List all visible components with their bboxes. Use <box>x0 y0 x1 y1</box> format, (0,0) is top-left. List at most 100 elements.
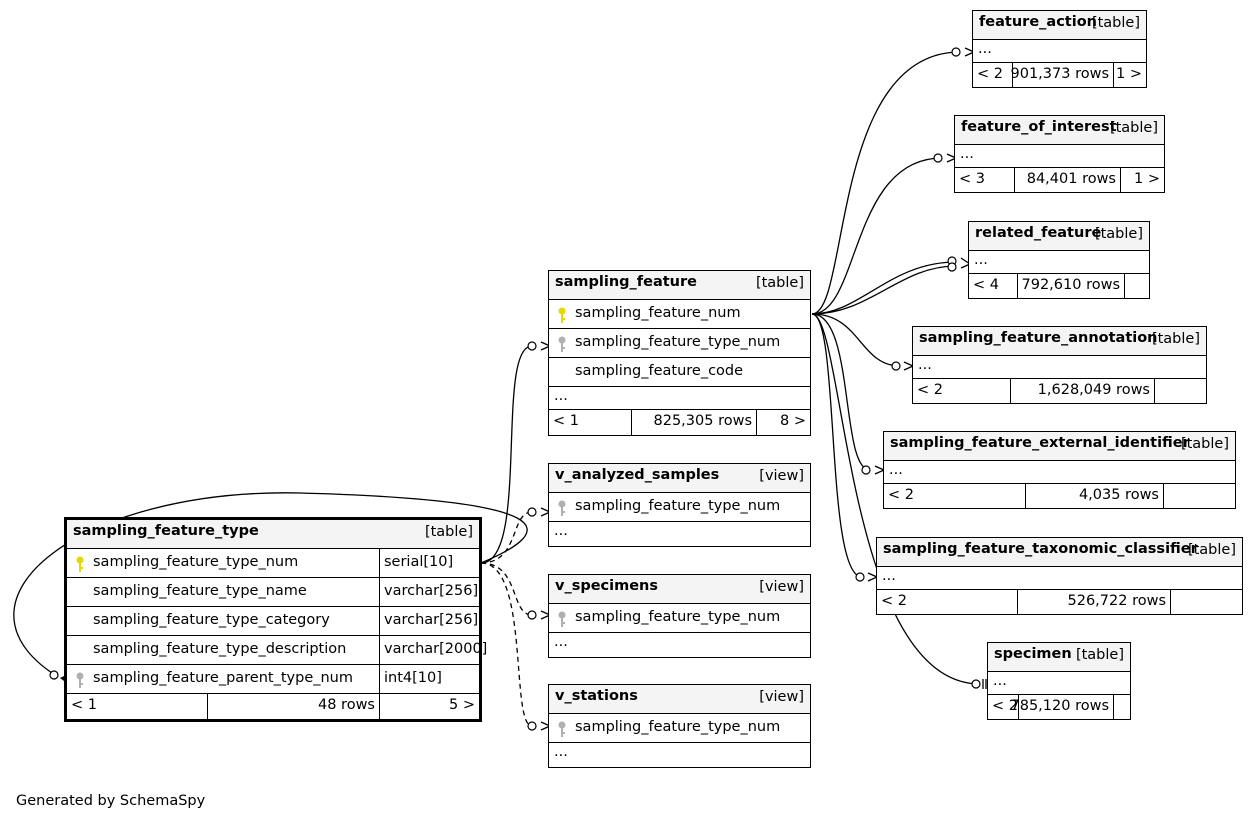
column-row: sampling_feature_type_num <box>549 714 810 743</box>
table-header[interactable]: sampling_feature_external_identifier [ta… <box>884 432 1235 461</box>
table-name[interactable]: feature_of_interest <box>961 119 1117 135</box>
table-name[interactable]: v_stations <box>555 688 638 704</box>
parent-count[interactable]: < 1 <box>553 413 579 429</box>
table-kind: [view] <box>759 689 804 705</box>
column-name: sampling_feature_num <box>575 305 741 321</box>
table-header[interactable]: v_stations [view] <box>549 685 810 714</box>
parent-count[interactable]: < 3 <box>959 171 985 187</box>
edge-external-identifier <box>811 313 871 471</box>
edge-sampling-feature-type <box>480 345 533 564</box>
column-name: sampling_feature_type_description <box>93 641 347 657</box>
table-header[interactable]: feature_action [table] <box>973 11 1146 40</box>
child-count[interactable]: 8 > <box>780 413 806 429</box>
table-kind: [table] <box>1075 647 1124 663</box>
table-header[interactable]: specimen [table] <box>988 643 1130 672</box>
column-row: sampling_feature_type_num serial[10] <box>67 549 479 578</box>
table-feature-of-interest[interactable]: feature_of_interest [table] ... < 3 84,4… <box>954 115 1165 193</box>
parent-count[interactable]: < 2 <box>917 382 943 398</box>
row-count: 526,722 rows <box>1067 593 1167 609</box>
table-name[interactable]: specimen <box>994 646 1072 662</box>
parent-count[interactable]: < 2 <box>888 487 914 503</box>
row-count: 4,035 rows <box>1078 487 1159 503</box>
ellipsis: ... <box>554 523 568 539</box>
column-row: sampling_feature_type_name varchar[256] <box>67 578 479 607</box>
table-kind: [table] <box>1109 120 1158 136</box>
more-columns: ... <box>913 356 1206 379</box>
foreign-key-icon <box>558 500 566 516</box>
table-name[interactable]: v_specimens <box>555 578 659 594</box>
table-header[interactable]: sampling_feature_taxonomic_classifier [t… <box>877 538 1242 567</box>
table-name[interactable]: related_feature <box>975 225 1102 241</box>
table-kind: [table] <box>1151 331 1200 347</box>
table-sampling-feature-type[interactable]: sampling_feature_type [table] sampling_f… <box>64 517 487 722</box>
row-count: 785,120 rows <box>1010 698 1110 714</box>
column-row: sampling_feature_code <box>549 358 810 387</box>
edge-sampling-feature-annotation <box>811 313 901 367</box>
more-columns: ... <box>973 40 1146 63</box>
column-name: sampling_feature_type_num <box>575 609 781 625</box>
parent-count[interactable]: < 2 <box>977 66 1003 82</box>
view-v-specimens[interactable]: v_specimens [view] sampling_feature_type… <box>548 574 811 658</box>
table-header[interactable]: feature_of_interest [table] <box>955 116 1164 145</box>
table-header[interactable]: related_feature [table] <box>969 222 1149 251</box>
table-name[interactable]: sampling_feature_annotation <box>919 330 1158 346</box>
table-feature-action[interactable]: feature_action [table] ... < 2 901,373 r… <box>972 10 1147 88</box>
column-name: sampling_feature_code <box>575 363 744 379</box>
column-name: sampling_feature_type_num <box>575 719 781 735</box>
parent-count[interactable]: < 4 <box>973 277 999 293</box>
table-name[interactable]: sampling_feature <box>555 274 697 290</box>
column-row: sampling_feature_type_category varchar[2… <box>67 607 479 636</box>
view-v-analyzed-samples[interactable]: v_analyzed_samples [view] sampling_featu… <box>548 463 811 547</box>
edge-self-reference <box>13 492 528 676</box>
table-related-feature[interactable]: related_feature [table] ... < 4 792,610 … <box>968 221 1150 299</box>
child-count[interactable]: 1 > <box>1134 171 1160 187</box>
table-sampling-feature[interactable]: sampling_feature [table] sampling_featur… <box>548 270 811 436</box>
ellipsis: ... <box>978 41 992 57</box>
table-header[interactable]: v_analyzed_samples [view] <box>549 464 810 493</box>
column-type: varchar[256] <box>384 583 479 599</box>
more-columns: ... <box>877 567 1242 590</box>
table-header[interactable]: sampling_feature_annotation [table] <box>913 327 1206 356</box>
ellipsis: ... <box>554 388 568 404</box>
table-header[interactable]: v_specimens [view] <box>549 575 810 604</box>
edge-taxonomic-classifier <box>811 313 863 578</box>
column-row: sampling_feature_type_num <box>549 493 810 522</box>
table-sampling-feature-taxonomic-classifier[interactable]: sampling_feature_taxonomic_classifier [t… <box>876 537 1243 615</box>
table-footer: < 2 785,120 rows <box>988 695 1130 720</box>
table-header[interactable]: sampling_feature_type [table] <box>67 520 479 549</box>
table-sampling-feature-external-identifier[interactable]: sampling_feature_external_identifier [ta… <box>883 431 1236 509</box>
more-columns: ... <box>549 387 810 410</box>
child-count[interactable]: 5 > <box>449 697 475 713</box>
ellipsis: ... <box>554 634 568 650</box>
table-kind: [table] <box>424 524 473 540</box>
column-name: sampling_feature_parent_type_num <box>93 670 353 686</box>
column-row: sampling_feature_num <box>549 300 810 329</box>
ellipsis: ... <box>882 568 896 584</box>
table-name[interactable]: feature_action <box>979 14 1097 30</box>
table-name[interactable]: sampling_feature_taxonomic_classifier <box>883 541 1198 557</box>
edge-v-stations <box>480 562 533 727</box>
table-name[interactable]: sampling_feature_external_identifier <box>890 435 1190 451</box>
parent-count[interactable]: < 2 <box>881 593 907 609</box>
table-header[interactable]: sampling_feature [table] <box>549 271 810 300</box>
table-footer: < 2 526,722 rows <box>877 590 1242 615</box>
edge-feature-action <box>811 51 961 315</box>
edge-specimen <box>811 313 981 685</box>
column-name: sampling_feature_type_num <box>93 554 299 570</box>
column-type: varchar[256] <box>384 612 479 628</box>
generated-by-footer[interactable]: Generated by SchemaSpy <box>16 793 206 809</box>
table-name[interactable]: sampling_feature_type <box>73 523 259 539</box>
table-name[interactable]: v_analyzed_samples <box>555 467 720 483</box>
row-count: 901,373 rows <box>1010 66 1110 82</box>
table-specimen[interactable]: specimen [table] ... < 2 785,120 rows <box>987 642 1131 720</box>
child-count[interactable]: 1 > <box>1116 66 1142 82</box>
view-v-stations[interactable]: v_stations [view] sampling_feature_type_… <box>548 684 811 768</box>
ellipsis: ... <box>554 744 568 760</box>
table-sampling-feature-annotation[interactable]: sampling_feature_annotation [table] ... … <box>912 326 1207 404</box>
column-row: sampling_feature_type_description varcha… <box>67 636 487 665</box>
parent-count[interactable]: < 1 <box>71 697 97 713</box>
more-columns: ... <box>884 461 1235 484</box>
parent-count[interactable]: < 2 <box>992 698 1018 714</box>
edge-related-feature-2 <box>811 265 957 315</box>
column-name: sampling_feature_type_num <box>575 498 781 514</box>
